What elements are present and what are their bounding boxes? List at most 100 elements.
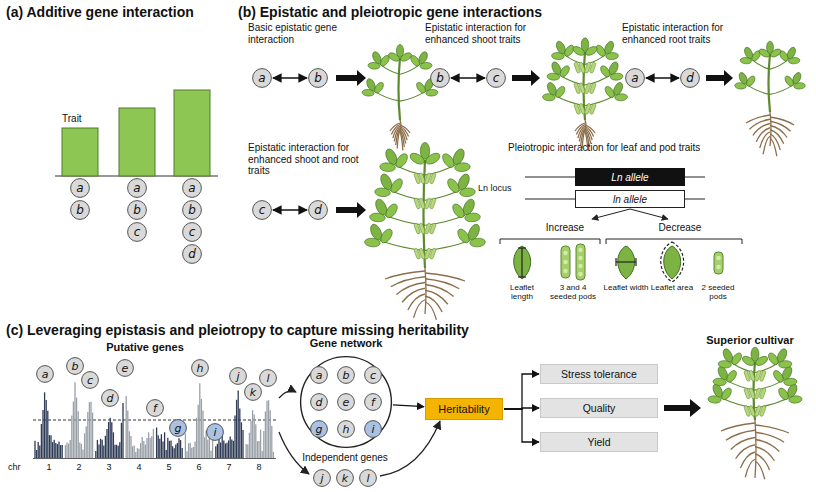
leaflet — [720, 386, 734, 401]
snp-column — [150, 438, 151, 458]
snp-column — [190, 443, 191, 458]
circle-outline — [71, 179, 90, 198]
text-label: Independent genes — [295, 452, 395, 464]
text-label: Increase — [535, 222, 595, 234]
trifoliate-leaf — [596, 56, 629, 85]
leaflet — [445, 177, 461, 195]
snp-column — [34, 441, 35, 458]
snp-column — [98, 445, 99, 459]
leaflet — [554, 85, 567, 99]
soybean-plant — [702, 343, 808, 479]
soybean-plant — [537, 36, 633, 151]
node-text: Yield — [588, 436, 611, 448]
text-label: 3 — [102, 462, 116, 472]
gene-circle: b — [66, 357, 84, 375]
leaflet — [364, 238, 380, 248]
lateral-root — [745, 459, 755, 477]
snp-column — [66, 443, 67, 458]
leaflet — [783, 75, 795, 88]
snp-column — [135, 452, 136, 458]
snp-column — [92, 413, 93, 458]
snp-column — [225, 444, 226, 459]
node-text: b — [436, 71, 444, 85]
leaflet — [754, 354, 769, 367]
circle-outline — [67, 358, 84, 375]
snp-column — [78, 411, 79, 458]
snp-column — [247, 444, 248, 458]
circle-outline — [311, 367, 328, 384]
node-text: b — [314, 71, 322, 85]
snp-column — [172, 446, 173, 458]
snp-column — [49, 435, 50, 458]
node-text: l — [266, 372, 269, 385]
snp-column — [260, 430, 261, 458]
circle-outline — [338, 394, 355, 411]
snp-column — [146, 438, 147, 458]
circle-outline — [311, 421, 328, 438]
node-text: a — [42, 368, 49, 381]
trifoliate-leaf — [452, 217, 492, 253]
lateral-root — [400, 133, 403, 151]
leaflet — [369, 212, 385, 222]
panel-title: (c) Leveraging epistasis and pleiotropy … — [6, 322, 566, 338]
snp-column — [57, 444, 58, 458]
node-text: c — [134, 225, 141, 239]
leaflet — [408, 151, 426, 166]
gene-circle: a — [182, 178, 202, 198]
text-label: Basic epistatic gene interaction — [248, 22, 358, 45]
circle-outline — [102, 390, 119, 407]
text-label: Putative genes — [90, 341, 200, 354]
gene-circle: g — [169, 419, 187, 437]
text-label: Epistatic interaction for enhanced shoot… — [425, 22, 550, 45]
label-box: Heritability — [425, 398, 503, 420]
snp-column — [90, 402, 91, 458]
gene-circle: a — [625, 68, 645, 88]
snp-column — [102, 440, 103, 458]
node-text: b — [76, 203, 84, 217]
pod — [429, 198, 436, 210]
text-label: Leaflet width — [602, 283, 650, 292]
manhattan-plot — [35, 382, 273, 458]
text-label: Ln locus — [478, 183, 524, 193]
snp-column — [39, 446, 40, 458]
trifoliate-leaf — [357, 217, 397, 253]
soybean-plant — [357, 142, 492, 320]
snp-column — [175, 445, 176, 459]
pod — [589, 82, 596, 94]
leaflet — [387, 51, 401, 63]
snp-column — [159, 439, 160, 458]
leaflet — [745, 75, 757, 88]
roots — [746, 112, 794, 156]
snp-column — [145, 445, 146, 458]
circle-outline — [360, 470, 377, 487]
snp-column — [114, 445, 115, 458]
gene-circle: c — [252, 200, 272, 220]
snp-column — [81, 444, 82, 458]
leaflet — [440, 152, 456, 170]
gene-circle: b — [308, 68, 328, 88]
snp-column — [142, 437, 143, 458]
snp-column — [70, 440, 71, 458]
snp-column — [111, 422, 112, 458]
label-box: Ln allele — [575, 168, 685, 186]
gene-circle: d — [308, 200, 328, 220]
circle-outline — [309, 69, 328, 88]
circle-outline — [128, 179, 147, 198]
leaflet — [415, 81, 427, 95]
pod-icons — [561, 244, 723, 280]
node-text: c — [259, 203, 266, 217]
text-label: 1 — [42, 462, 56, 472]
pod — [759, 370, 766, 382]
text-label: 2 — [72, 462, 86, 472]
circle-outline — [338, 421, 355, 438]
snp-column — [249, 433, 250, 458]
leaflet — [740, 57, 752, 64]
snp-column — [84, 433, 85, 458]
leaflet — [379, 227, 395, 245]
gene-circle: b — [337, 366, 355, 384]
text-label: chr — [8, 462, 30, 472]
text-label: Leaflet area — [648, 283, 696, 292]
snp-column — [137, 448, 138, 458]
snp-column — [262, 451, 263, 458]
snp-column — [153, 429, 154, 458]
